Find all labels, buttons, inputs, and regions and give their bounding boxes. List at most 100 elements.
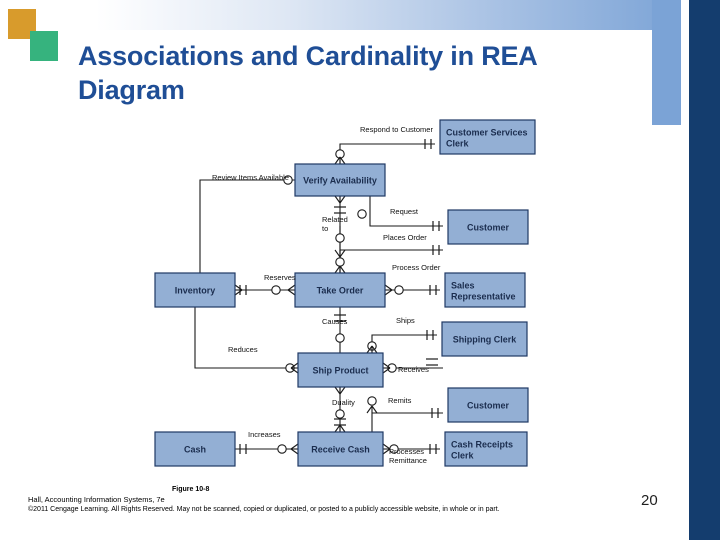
relationship-label-related-to: Related (322, 215, 348, 224)
crows-foot-many-1 (334, 195, 346, 204)
entity-box-shipping-clerk (441, 321, 528, 357)
entity-label-cash: Cash (184, 445, 206, 455)
cardinality-one-tick-12 (426, 358, 438, 366)
figure-label: Figure 10-8 (172, 486, 210, 493)
crows-foot-many-3 (287, 284, 296, 296)
relationship-label-increases: Increases (248, 430, 281, 439)
relationship-review-items-available: Review Items Available (212, 173, 289, 182)
entity-label-verify-availability: Verify Availability (303, 176, 377, 186)
cardinality-one-tick-2 (432, 245, 440, 255)
cardinality-marker-12 (367, 396, 377, 406)
relationship-label-ships: Ships (396, 316, 415, 325)
cardinality-one-tick-10 (334, 314, 346, 322)
right-blue-accent-tab (652, 0, 681, 125)
entity-label-cash-receipts-clerk: Cash Receipts (451, 440, 513, 450)
entity-take-order[interactable]: Take Order (294, 272, 386, 308)
cardinality-marker-6 (394, 285, 404, 295)
right-navy-bar (689, 0, 720, 540)
relationship-label-request: Request (390, 207, 419, 216)
entity-label-customer-bottom: Customer (467, 401, 510, 411)
entity-verify-availability[interactable]: Verify Availability (294, 163, 386, 197)
cardinality-one-tick-1 (432, 221, 440, 231)
relationship-reserves: Reserves (264, 273, 296, 282)
cardinality-marker-3 (335, 233, 345, 243)
relationship-label-causes: Causes (322, 317, 348, 326)
entity-box-verify-availability (294, 163, 386, 197)
relationship-label-related-to: to (322, 224, 328, 233)
relationship-causes: Causes (322, 317, 348, 326)
entity-box-customer-bottom (447, 387, 529, 423)
entity-label-customer-services-clerk: Customer Services (446, 128, 528, 138)
entity-customer-top[interactable]: Customer (447, 209, 529, 245)
relationship-remits: Remits (388, 396, 412, 405)
entity-label-take-order: Take Order (317, 286, 364, 296)
cardinality-one-tick-4 (429, 285, 437, 295)
entity-box-ship-product (297, 352, 384, 388)
relationship-respond-to-customer: Respond to Customer (360, 125, 433, 134)
crows-foot-many-5 (334, 265, 346, 274)
crows-foot-many-12 (334, 424, 346, 433)
relationship-label-remits: Remits (388, 396, 412, 405)
relationship-label-process-order: Process Order (392, 263, 441, 272)
entity-box-take-order (294, 272, 386, 308)
entity-customer-bottom[interactable]: Customer (447, 387, 529, 423)
crows-foot-many-13 (366, 405, 378, 414)
entity-inventory[interactable]: Inventory (154, 272, 236, 308)
crows-foot-many-8 (382, 362, 391, 374)
relationship-places-order: Places Order (383, 233, 427, 242)
entity-label-customer-top: Customer (467, 223, 510, 233)
entity-label-sales-representative: Sales (451, 281, 475, 291)
entity-box-receive-cash (297, 431, 384, 467)
crows-foot-many-2 (334, 249, 346, 258)
cardinality-marker-1 (283, 175, 293, 185)
entity-box-sales-representative (444, 272, 526, 308)
page-number: 20 (641, 492, 658, 509)
relationship-process-order: Process Order (392, 263, 441, 272)
entity-shipping-clerk[interactable]: Shipping Clerk (441, 321, 528, 357)
entity-label-cash-receipts-clerk: Clerk (451, 451, 475, 461)
cardinality-marker-5 (271, 285, 281, 295)
crows-foot-many-7 (290, 362, 299, 374)
relationship-label-review-items-available: Review Items Available (212, 173, 289, 182)
entity-label-shipping-clerk: Shipping Clerk (453, 335, 518, 345)
entity-label-inventory: Inventory (175, 286, 216, 296)
green-square-decoration (30, 31, 58, 61)
relationship-label-receives: Receives (398, 365, 429, 374)
cardinality-one-tick-9 (334, 206, 346, 214)
crows-foot-many-10 (290, 443, 299, 455)
entity-box-cash (154, 431, 236, 467)
link-path-2 (369, 196, 443, 227)
cardinality-one-tick-5 (426, 330, 434, 340)
entity-receive-cash[interactable]: Receive Cash (297, 431, 384, 467)
crows-foot-many-9 (334, 386, 346, 395)
crows-foot-many-6 (366, 345, 378, 354)
entity-label-receive-cash: Receive Cash (311, 445, 370, 455)
cardinality-marker-11 (335, 409, 345, 419)
cardinality-marker-0 (335, 149, 345, 159)
cardinality-one-tick-8 (429, 444, 437, 454)
crows-foot-many-14 (234, 284, 243, 296)
cardinality-marker-4 (335, 257, 345, 267)
relationship-ships: Ships (396, 316, 415, 325)
link-path-9 (194, 307, 298, 369)
relationship-label-reduces: Reduces (228, 345, 258, 354)
crows-foot-many-0 (334, 156, 346, 165)
entity-box-customer-top (447, 209, 529, 245)
citation-line-1: Hall, Accounting Information Systems, 7e (28, 495, 165, 504)
entity-cash[interactable]: Cash (154, 431, 236, 467)
citation-line-2: ©2011 Cengage Learning. All Rights Reser… (28, 506, 500, 513)
relationship-increases: Increases (248, 430, 281, 439)
relationship-reduces: Reduces (228, 345, 258, 354)
cardinality-one-tick-6 (431, 408, 439, 418)
entity-ship-product[interactable]: Ship Product (297, 352, 384, 388)
cardinality-one-tick-7 (239, 444, 247, 454)
relationship-label-places-order: Places Order (383, 233, 427, 242)
